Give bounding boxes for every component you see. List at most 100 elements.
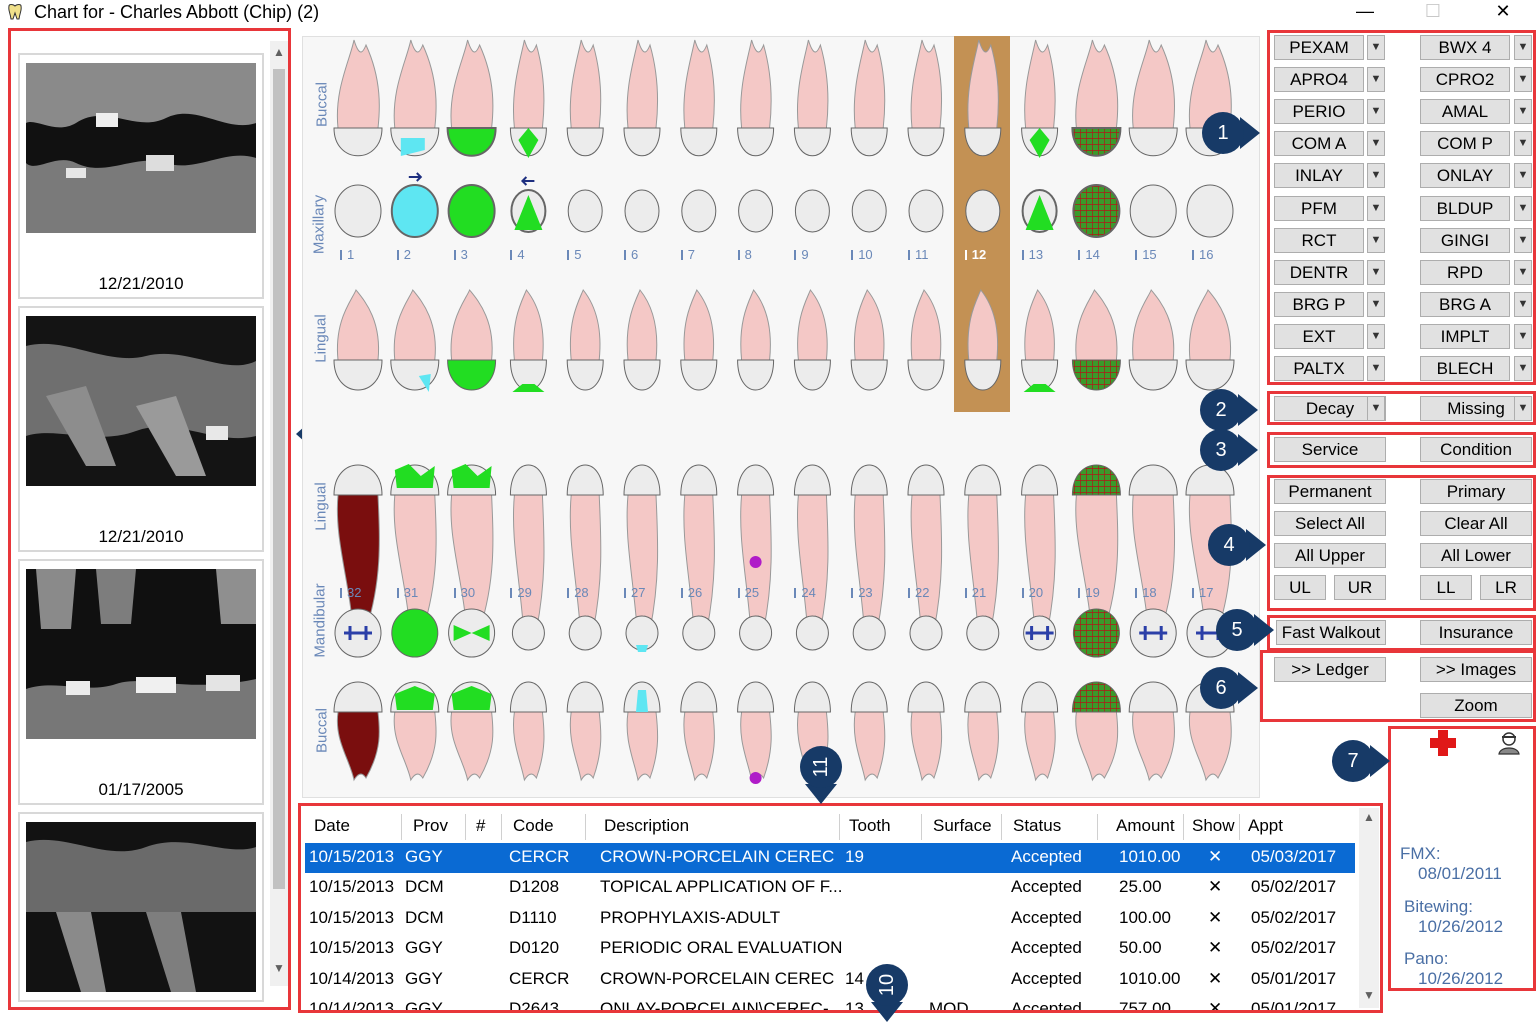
- tooth-number[interactable]: 5: [567, 247, 607, 262]
- tooth-number[interactable]: 19: [1078, 585, 1118, 600]
- tooth-number[interactable]: 26: [680, 585, 721, 600]
- tooth-number[interactable]: 18: [1135, 585, 1175, 600]
- tooth-number[interactable]: 32: [340, 585, 380, 600]
- scroll-up-arrow-icon[interactable]: ▲: [273, 45, 285, 59]
- procedure-button[interactable]: BWX 4: [1420, 35, 1510, 60]
- procedure-button[interactable]: EXT: [1274, 323, 1364, 349]
- all-upper-button[interactable]: All Upper: [1274, 543, 1386, 568]
- tooth-number[interactable]: 21: [964, 585, 1005, 600]
- procedure-dropdown-arrow[interactable]: ▼: [1367, 67, 1385, 93]
- procedure-button[interactable]: BRG P: [1274, 291, 1364, 317]
- procedure-button[interactable]: BLDUP: [1420, 195, 1510, 221]
- tooth-number[interactable]: 6: [624, 247, 664, 262]
- select-all-button[interactable]: Select All: [1274, 511, 1386, 536]
- procedure-dropdown-arrow[interactable]: ▼: [1514, 67, 1532, 93]
- scroll-up-arrow-icon[interactable]: ▲: [1363, 810, 1375, 824]
- procedure-button[interactable]: CPRO2: [1420, 67, 1510, 93]
- col-date[interactable]: Date: [314, 816, 350, 835]
- procedure-dropdown-arrow[interactable]: ▼: [1367, 131, 1385, 157]
- tooth-number[interactable]: 11: [908, 247, 948, 262]
- procedure-dropdown-arrow[interactable]: ▼: [1367, 259, 1385, 285]
- tooth-number[interactable]: 4: [510, 247, 550, 262]
- xray-thumbnail[interactable]: [18, 812, 264, 1002]
- procedure-dropdown-arrow[interactable]: ▼: [1367, 99, 1385, 125]
- grid-scrollbar[interactable]: ▲ ▼: [1359, 808, 1379, 1008]
- tooth-number[interactable]: 15: [1135, 247, 1175, 262]
- image-strip-scrollbar[interactable]: ▲ ▼: [270, 41, 288, 986]
- procedure-dropdown-arrow[interactable]: ▼: [1514, 195, 1532, 221]
- medical-alert-icon[interactable]: [1428, 728, 1458, 758]
- procedure-dropdown-arrow[interactable]: ▼: [1514, 323, 1532, 349]
- procedure-button[interactable]: PFM: [1274, 195, 1364, 221]
- col-tooth[interactable]: Tooth: [849, 816, 891, 835]
- tooth-number[interactable]: 3: [453, 247, 494, 262]
- col-description[interactable]: Description: [604, 816, 690, 835]
- ur-button[interactable]: UR: [1334, 575, 1386, 600]
- tooth-number[interactable]: 8: [737, 247, 778, 262]
- tooth-number[interactable]: 7: [680, 247, 721, 262]
- col-num[interactable]: #: [476, 816, 486, 835]
- procedure-button[interactable]: BRG A: [1420, 291, 1510, 317]
- xray-thumbnail[interactable]: 01/17/2005: [18, 559, 264, 805]
- procedure-dropdown-arrow[interactable]: ▼: [1514, 227, 1532, 253]
- missing-button[interactable]: Missing: [1420, 396, 1532, 421]
- tooth-number[interactable]: 10: [851, 247, 891, 262]
- tooth-number[interactable]: 22: [908, 585, 948, 600]
- procedure-dropdown-arrow[interactable]: ▼: [1367, 356, 1385, 381]
- ledger-button[interactable]: >> Ledger: [1274, 657, 1386, 682]
- condition-button[interactable]: Condition: [1420, 437, 1532, 462]
- ul-button[interactable]: UL: [1274, 575, 1326, 600]
- procedure-button[interactable]: RPD: [1420, 259, 1510, 285]
- close-button[interactable]: ✕: [1495, 1, 1511, 21]
- images-button[interactable]: >> Images: [1420, 657, 1532, 682]
- patient-info-icon[interactable]: [1496, 730, 1522, 756]
- scroll-down-arrow-icon[interactable]: ▼: [1363, 988, 1375, 1002]
- procedure-button[interactable]: BLECH: [1420, 356, 1510, 381]
- procedure-dropdown-arrow[interactable]: ▼: [1367, 291, 1385, 317]
- all-lower-button[interactable]: All Lower: [1420, 543, 1532, 568]
- lr-button[interactable]: LR: [1480, 575, 1532, 600]
- tooth-number[interactable]: 24: [794, 585, 834, 600]
- scrollbar-thumb[interactable]: [273, 69, 285, 889]
- procedure-button[interactable]: ONLAY: [1420, 163, 1510, 189]
- procedure-button[interactable]: IMPLT: [1420, 323, 1510, 349]
- col-prov[interactable]: Prov: [413, 816, 448, 835]
- tooth-number[interactable]: 28: [567, 585, 607, 600]
- procedure-button[interactable]: PERIO: [1274, 99, 1364, 125]
- tooth-number[interactable]: 25: [737, 585, 778, 600]
- col-amount[interactable]: Amount: [1116, 816, 1175, 835]
- tooth-number[interactable]: 16: [1192, 247, 1232, 262]
- maximize-button[interactable]: ☐: [1424, 1, 1442, 21]
- fast-walkout-button[interactable]: Fast Walkout: [1276, 620, 1386, 645]
- procedure-button[interactable]: INLAY: [1274, 163, 1364, 189]
- procedure-grid[interactable]: Date Prov # Code Description Tooth Surfa…: [298, 803, 1383, 1013]
- procedure-button[interactable]: GINGI: [1420, 227, 1510, 253]
- tooth-number[interactable]: 23: [851, 585, 891, 600]
- col-status[interactable]: Status: [1013, 816, 1062, 835]
- procedure-dropdown-arrow[interactable]: ▼: [1514, 99, 1532, 125]
- procedure-dropdown-arrow[interactable]: ▼: [1514, 259, 1532, 285]
- tooth-number[interactable]: 29: [510, 585, 550, 600]
- tooth-number[interactable]: 20: [1021, 585, 1062, 600]
- scroll-down-arrow-icon[interactable]: ▼: [273, 961, 285, 975]
- procedure-dropdown-arrow[interactable]: ▼: [1514, 291, 1532, 317]
- decay-dropdown-arrow[interactable]: ▼: [1367, 396, 1385, 421]
- procedure-button[interactable]: PEXAM: [1274, 35, 1364, 60]
- procedure-button[interactable]: RCT: [1274, 227, 1364, 253]
- service-button[interactable]: Service: [1274, 437, 1386, 462]
- procedure-dropdown-arrow[interactable]: ▼: [1514, 356, 1532, 381]
- tooth-number[interactable]: 14: [1078, 247, 1118, 262]
- insurance-button[interactable]: Insurance: [1420, 620, 1532, 645]
- ll-button[interactable]: LL: [1420, 575, 1472, 600]
- procedure-dropdown-arrow[interactable]: ▼: [1367, 163, 1385, 189]
- tooth-chart[interactable]: [302, 36, 1260, 798]
- clear-all-button[interactable]: Clear All: [1420, 511, 1532, 536]
- permanent-button[interactable]: Permanent: [1274, 479, 1386, 504]
- procedure-button[interactable]: PALTX: [1274, 356, 1364, 381]
- procedure-button[interactable]: COM P: [1420, 131, 1510, 157]
- procedure-button[interactable]: APRO4: [1274, 67, 1364, 93]
- procedure-dropdown-arrow[interactable]: ▼: [1367, 35, 1385, 60]
